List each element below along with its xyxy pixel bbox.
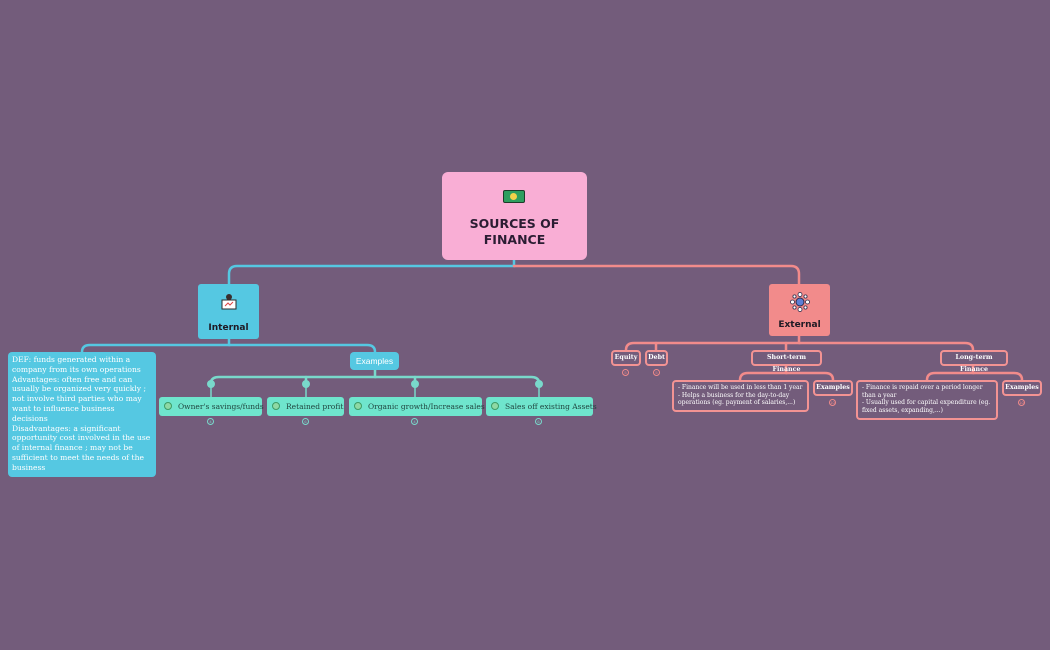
child-count-badge[interactable]: 10	[829, 399, 836, 406]
long-term-examples[interactable]: Examples	[1002, 380, 1042, 396]
debt-topic[interactable]: Debt	[645, 350, 668, 366]
person-icon	[491, 402, 499, 410]
internal-label: Internal	[208, 323, 249, 333]
example-label: Owner's savings/funds	[178, 402, 264, 411]
external-label: External	[778, 320, 821, 330]
person-icon	[354, 402, 362, 410]
internal-topic[interactable]: Internal	[198, 284, 259, 339]
network-people-icon	[790, 292, 810, 312]
child-count-badge[interactable]: 10	[1018, 399, 1025, 406]
internal-definition[interactable]: DEF: funds generated within a company fr…	[8, 352, 156, 477]
equity-topic[interactable]: Equity	[611, 350, 641, 366]
example-label: Organic growth/Increase sales	[368, 402, 485, 411]
example-retained-profit[interactable]: Retained profit	[267, 397, 344, 416]
example-owners-savings[interactable]: Owner's savings/funds	[159, 397, 264, 416]
child-count-badge[interactable]: 6	[535, 418, 542, 425]
short-term-finance-topic[interactable]: Short-term Finance	[751, 350, 822, 373]
example-sales-assets[interactable]: Sales off existing Assets	[486, 397, 597, 416]
root-title: SOURCES OF FINANCE	[469, 216, 560, 247]
child-count-badge[interactable]: 5	[653, 369, 660, 376]
child-count-badge[interactable]: 5	[622, 369, 629, 376]
child-count-badge[interactable]: 4	[411, 418, 418, 425]
internal-examples[interactable]: Examples	[350, 352, 399, 370]
example-label: Retained profit	[286, 402, 344, 411]
example-label: Sales off existing Assets	[505, 402, 597, 411]
external-topic[interactable]: External	[769, 284, 830, 336]
money-bill-icon	[503, 190, 525, 203]
person-icon	[164, 402, 172, 410]
child-count-badge[interactable]: 6	[302, 418, 309, 425]
example-organic-growth[interactable]: Organic growth/Increase sales	[349, 397, 485, 416]
person-icon	[272, 402, 280, 410]
root-topic[interactable]: SOURCES OF FINANCE	[442, 172, 587, 260]
child-count-badge[interactable]: 4	[207, 418, 214, 425]
short-term-description[interactable]: - Finance will be used in less than 1 ye…	[672, 380, 809, 412]
long-term-description[interactable]: - Finance is repaid over a period longer…	[856, 380, 998, 420]
presenter-board-icon	[221, 294, 237, 310]
long-term-finance-topic[interactable]: Long-term Finance	[940, 350, 1008, 373]
short-term-examples[interactable]: Examples	[813, 380, 853, 396]
